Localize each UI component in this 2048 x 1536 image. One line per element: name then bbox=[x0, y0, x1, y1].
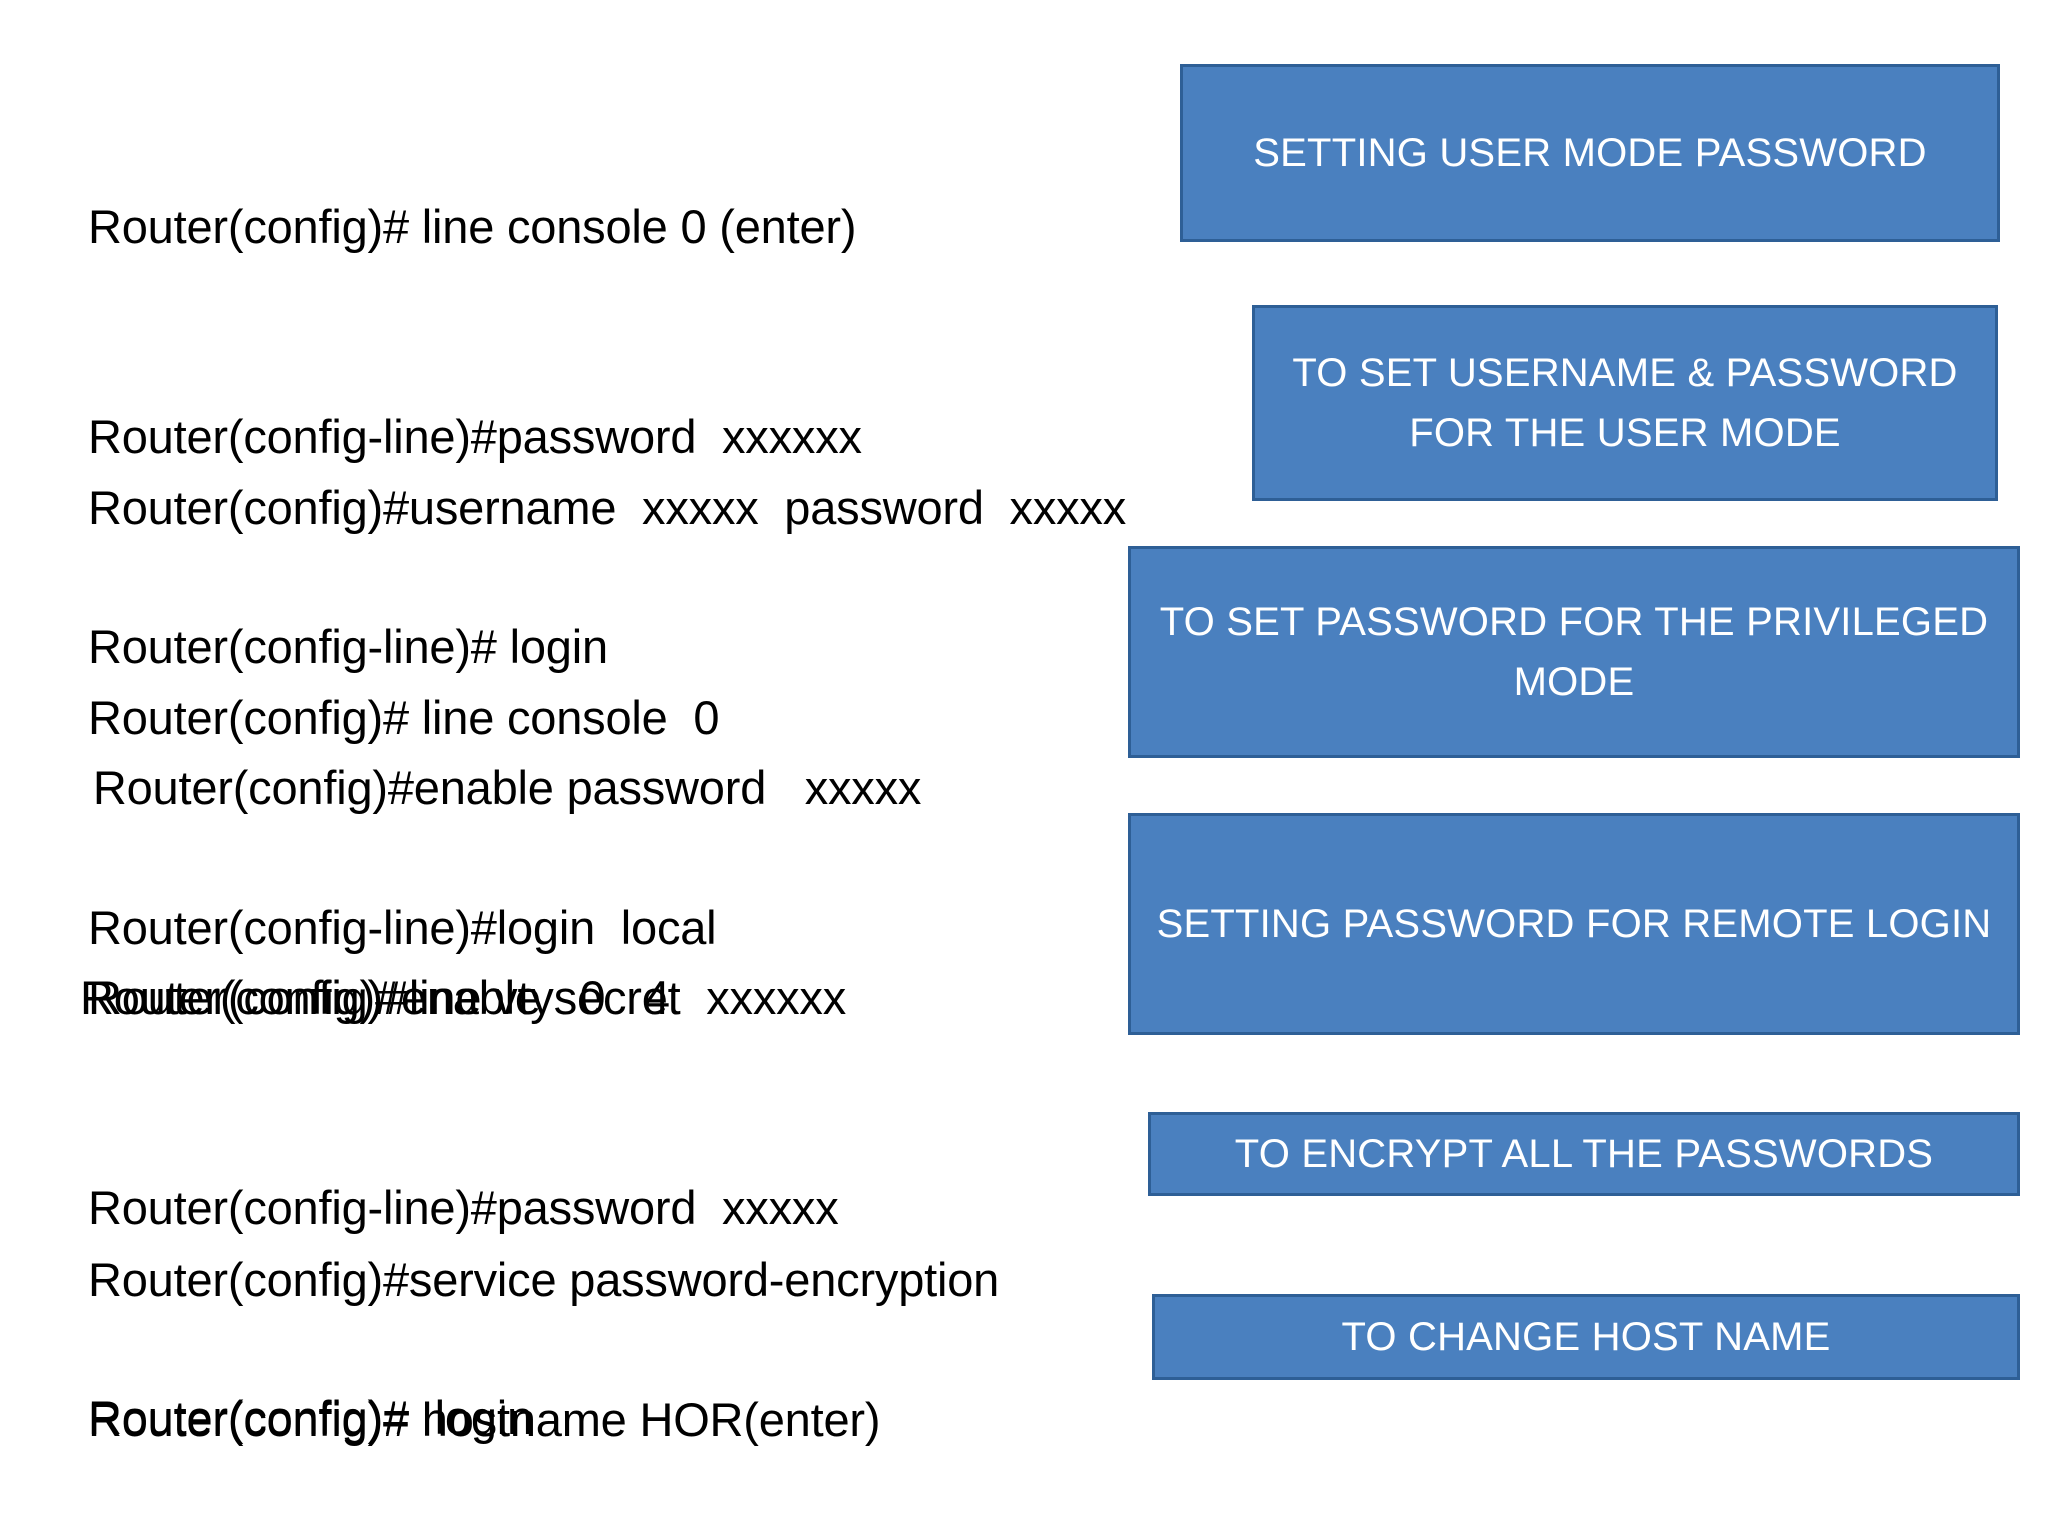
command-block-vty-password: Router(config)#line vty 0 4 Router(confi… bbox=[88, 823, 839, 1536]
command-block-hostname: Router(config)# hostname HOR(enter) HOR(… bbox=[88, 1245, 881, 1536]
command-line: Router(config)#enable secret xxxxxx bbox=[80, 971, 847, 1024]
command-line: Router(config)#service password-encrypti… bbox=[88, 1253, 1000, 1306]
command-line: Router(config-line)# login bbox=[88, 620, 608, 673]
label-box-privileged-password: TO SET PASSWORD FOR THE PRIVILEGED MODE bbox=[1128, 546, 2020, 758]
label-box-user-mode-password: SETTING USER MODE PASSWORD bbox=[1180, 64, 2000, 242]
label-box-remote-login: SETTING PASSWORD FOR REMOTE LOGIN bbox=[1128, 813, 2020, 1035]
command-block-enable-password: Router(config)#enable password xxxxx Rou… bbox=[80, 613, 921, 1173]
command-line: Router(config)# login bbox=[88, 1391, 533, 1444]
command-block-service-password-encryption: Router(config)#service password-encrypti… bbox=[88, 1105, 999, 1455]
label-box-change-host-name: TO CHANGE HOST NAME bbox=[1152, 1294, 2020, 1380]
command-line: Router(config)#enable password xxxxx bbox=[80, 761, 922, 814]
label-box-username-password: TO SET USERNAME & PASSWORD FOR THE USER … bbox=[1252, 305, 1998, 501]
command-line: Router(config)# line console 0 bbox=[88, 691, 720, 744]
command-line: Router(config-line)#login local bbox=[88, 901, 717, 954]
command-line: Router(config)#line vty 0 4 bbox=[88, 971, 670, 1024]
command-line: Router(config)# line console 0 (enter) bbox=[88, 200, 857, 253]
command-block-username-password: Router(config)#username xxxxx password x… bbox=[88, 333, 1126, 1103]
label-box-encrypt-passwords: TO ENCRYPT ALL THE PASSWORDS bbox=[1148, 1112, 2020, 1196]
command-line: Router(config)#username xxxxx password x… bbox=[88, 481, 1127, 534]
command-line: Router(config)# hostname HOR(enter) bbox=[88, 1393, 881, 1446]
command-line: Router(config-line)#password xxxxxx bbox=[88, 410, 862, 463]
command-block-user-mode-password: Router(config)# line console 0 (enter) R… bbox=[88, 52, 862, 822]
command-line: Router(config-line)#password xxxxx bbox=[88, 1181, 839, 1234]
